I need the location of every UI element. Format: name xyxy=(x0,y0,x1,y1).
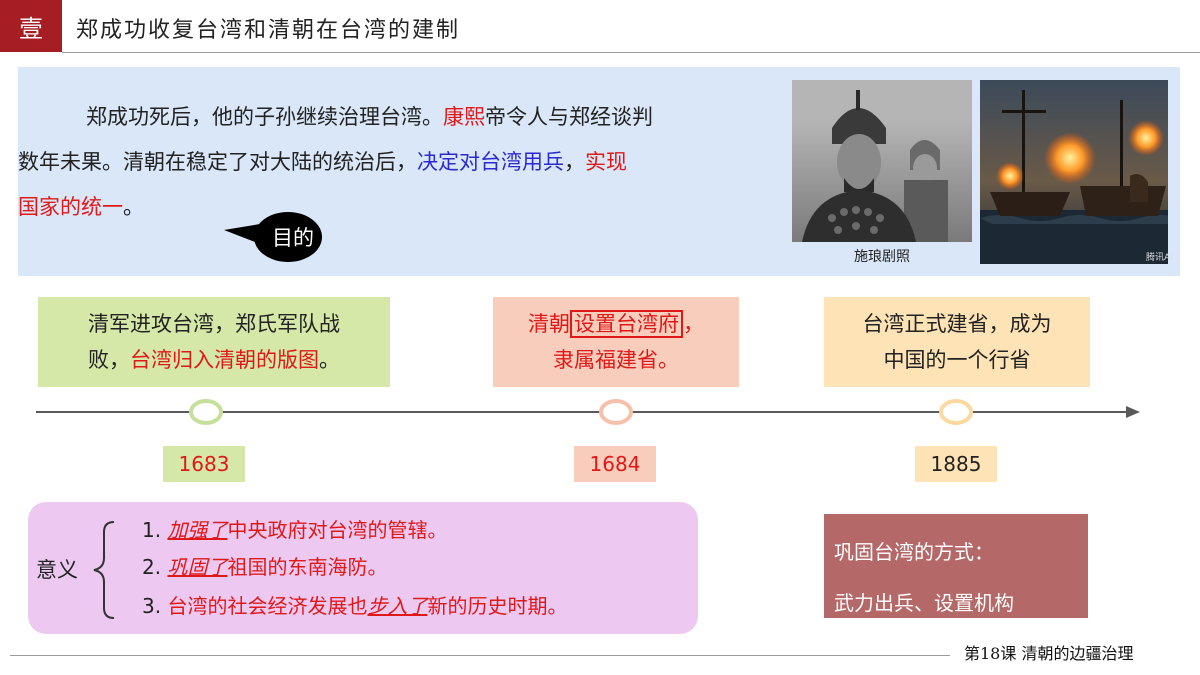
event-1684-comma: ， xyxy=(683,312,704,336)
intro-text-b: 帝令人与郑经谈判 xyxy=(485,105,653,129)
event-1683-highlight: 台湾归入清朝的版图 xyxy=(130,348,319,372)
section-badge: 壹 xyxy=(0,0,62,52)
item-emphasis: 加强了 xyxy=(167,518,228,542)
shi-lang-photo xyxy=(792,80,972,242)
item-number: 2. xyxy=(142,555,162,579)
event-1684-text: 清朝 xyxy=(528,312,570,336)
item-number: 1. xyxy=(142,518,162,542)
page-title: 郑成功收复台湾和清朝在台湾的建制 xyxy=(76,18,461,43)
consolidation-title: 巩固台湾的方式： xyxy=(834,540,994,564)
year-1683: 1683 xyxy=(163,446,245,482)
year-1684: 1684 xyxy=(574,446,656,482)
purpose-highlight-b: 国家的统一 xyxy=(18,195,123,219)
year-1885: 1885 xyxy=(915,446,997,482)
event-1684-box: 清朝设置台湾府， 隶属福建省。 xyxy=(493,297,739,387)
event-1684-line2: 隶属福建省。 xyxy=(553,348,679,372)
kangxi-highlight: 康熙 xyxy=(443,105,485,129)
event-1885-box: 台湾正式建省，成为 中国的一个行省 xyxy=(824,297,1090,387)
item-emphasis: 步入了 xyxy=(367,594,428,618)
item-number: 3. xyxy=(142,594,162,618)
timeline-node-1683 xyxy=(189,399,223,425)
section-badge-text: 壹 xyxy=(19,14,43,43)
purpose-highlight-a: 实现 xyxy=(585,150,627,174)
event-1683-period: 。 xyxy=(319,348,340,372)
photo-caption: 施琅剧照 xyxy=(854,249,910,265)
event-1683-line2: 败，台湾归入清朝的版图。 xyxy=(88,342,340,378)
event-1683-box: 清军进攻台湾，郑氏军队战 败，台湾归入清朝的版图。 xyxy=(38,297,390,387)
item-emphasis: 巩固了 xyxy=(167,555,228,579)
significance-item-1: 1. 加强了中央政府对台湾的管辖。 xyxy=(142,514,447,543)
item-text: 新的历史时期。 xyxy=(427,594,568,618)
consolidation-panel xyxy=(824,514,1088,618)
item-text: 中央政府对台湾的管辖。 xyxy=(227,518,448,542)
item-text-pre: 台湾的社会经济发展也 xyxy=(167,594,368,618)
intro-line-3: 国家的统一。 xyxy=(18,185,798,230)
event-1885-line1: 台湾正式建省，成为 xyxy=(862,312,1052,336)
event-1683-text: 败， xyxy=(88,348,130,372)
intro-text-c: 数年未果。清朝在稳定了对大陆的统治后， xyxy=(18,150,417,174)
item-text: 祖国的东南海防。 xyxy=(227,555,388,579)
event-1684-boxed-term: 设置台湾府 xyxy=(570,310,683,338)
significance-panel xyxy=(28,502,698,634)
bubble-label: 目的 xyxy=(272,226,314,250)
timeline xyxy=(36,399,1140,425)
naval-battle-image xyxy=(980,80,1168,264)
intro-text-a: 郑成功死后，他的子孙继续治理台湾。 xyxy=(86,105,443,129)
decision-highlight: 决定对台湾用兵 xyxy=(417,150,564,174)
significance-item-3: 3. 台湾的社会经济发展也步入了新的历史时期。 xyxy=(142,590,567,619)
intro-paragraph: 郑成功死后，他的子孙继续治理台湾。康熙帝令人与郑经谈判 数年未果。清朝在稳定了对… xyxy=(18,95,798,230)
significance-label: 意义 xyxy=(36,558,78,582)
lesson-footer: 第18课 清朝的边疆治理 xyxy=(964,644,1134,663)
timeline-node-1885 xyxy=(939,399,973,425)
image-watermark: 腾讯AI xyxy=(1146,253,1173,263)
event-1684-line1: 清朝设置台湾府， xyxy=(528,306,704,342)
consolidation-body: 武力出兵、设置机构 xyxy=(834,591,1014,615)
header-divider xyxy=(62,52,1200,53)
event-1885-line2: 中国的一个行省 xyxy=(883,348,1031,372)
significance-item-2: 2. 巩固了祖国的东南海防。 xyxy=(142,551,387,580)
intro-comma: ， xyxy=(564,150,585,174)
timeline-arrow-icon xyxy=(1126,406,1140,418)
event-1683-line1: 清军进攻台湾，郑氏军队战 xyxy=(88,312,340,336)
speech-bubble xyxy=(224,212,322,262)
intro-line-1: 郑成功死后，他的子孙继续治理台湾。康熙帝令人与郑经谈判 xyxy=(18,95,798,140)
intro-line-2: 数年未果。清朝在稳定了对大陆的统治后，决定对台湾用兵，实现 xyxy=(18,140,798,185)
timeline-node-1684 xyxy=(599,399,633,425)
intro-period: 。 xyxy=(123,195,144,219)
brace-icon xyxy=(93,521,115,619)
footer-divider xyxy=(10,655,950,656)
